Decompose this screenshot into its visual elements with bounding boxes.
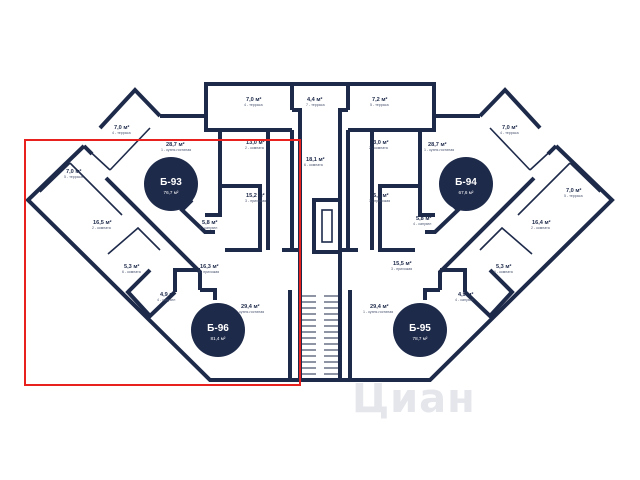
room-name: 7 - терраса [306,103,325,107]
room-name: 1 - кухня-гостиная [424,148,454,152]
room-area: 7,2 м² [372,96,387,103]
room-name: 6 - комната [494,270,513,274]
room-area: 28,7 м² [166,141,185,148]
room-name: 1 - кухня-гостиная [161,148,191,152]
apartment-badge-b94[interactable]: Б-94 67,6 м² [439,157,493,211]
apartment-badge-b93[interactable]: Б-93 76,7 м² [144,157,198,211]
apartment-code: Б-95 [409,323,431,334]
room-labels: 7,0 м² 4 - терраса 4,4 м² 7 - терраса 7,… [64,96,583,314]
walls-right-wing [338,82,615,382]
room-area: 13,0 м² [370,139,389,146]
room-area: 7,0 м² [66,168,81,175]
room-name: 5 - терраса [564,194,583,198]
room-area: 4,4 м² [307,96,322,103]
room-area: 13,0 м² [246,139,265,146]
room-area: 7,0 м² [246,96,261,103]
room-area: 5,8 м² [416,215,431,222]
room-area: 16,3 м² [200,263,219,270]
selected-apartment-frame [24,139,301,386]
room-name: 4 - терраса [500,131,519,135]
room-name: 4 - санузел [455,298,473,302]
room-name: 5 - терраса [370,103,389,107]
room-area: 4,9 м² [160,291,175,298]
apartment-badge-b95[interactable]: Б-95 78,7 м² [393,303,447,357]
room-area: 5,3 м² [124,263,139,270]
apartment-area: 76,7 м² [164,190,179,195]
room-name: 2 - комната [531,226,550,230]
room-name: 1 - кухня-гостиная [363,310,393,314]
room-area: 15,2 м² [370,192,389,199]
room-area: 7,0 м² [566,187,581,194]
room-name: 3 - прихожая [391,267,412,271]
room-name: 2 - комната [369,146,388,150]
room-area: 5,3 м² [496,263,511,270]
room-area: 29,4 м² [241,303,260,310]
apartment-badge-b96[interactable]: Б-96 81,4 м² [191,303,245,357]
room-area: 18,1 м² [306,156,325,163]
apartment-code: Б-94 [455,177,477,188]
room-name: 3 - прихожая [369,199,390,203]
room-name: 5 - терраса [64,175,83,179]
room-name: 1 - кухня-гостиная [234,310,264,314]
room-area: 7,0 м² [502,124,517,131]
room-area: 29,4 м² [370,303,389,310]
room-area: 4,9 м² [458,291,473,298]
room-area: 15,5 м² [393,260,412,267]
room-area: 16,4 м² [532,219,551,226]
room-name: 4 - санузел [413,222,431,226]
room-name: 6 - комната [122,270,141,274]
staircase [302,295,338,375]
apartment-area: 78,7 м² [413,336,428,341]
room-area: 16,5 м² [93,219,112,226]
apartment-area: 81,4 м² [211,336,226,341]
apartment-code: Б-96 [207,323,229,334]
apartment-area: 67,6 м² [459,190,474,195]
room-name: 4 - санузел [199,226,217,230]
room-name: 4 - санузел [157,298,175,302]
room-name: 4 - терраса [112,131,131,135]
room-name: 2 - комната [92,226,111,230]
room-area: 7,0 м² [114,124,129,131]
room-name: 3 - прихожая [245,199,266,203]
room-area: 15,2 м² [246,192,265,199]
walls-left-wing [25,82,302,382]
room-area: 5,8 м² [202,219,217,226]
watermark-text: Циан [352,376,476,422]
room-name: 6 - комната [304,163,323,167]
room-name: 2 - комната [245,146,264,150]
room-area: 28,7 м² [428,141,447,148]
room-name: 3 - прихожая [198,270,219,274]
apartment-code: Б-93 [160,177,182,188]
room-name: 4 - терраса [244,103,263,107]
